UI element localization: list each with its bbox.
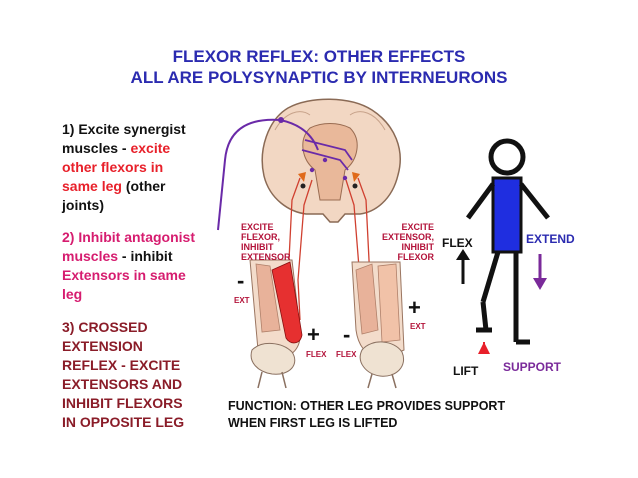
flex-label: FLEX (442, 236, 473, 250)
function-line-2: WHEN FIRST LEG IS LIFTED (228, 416, 398, 430)
function-line-1: FUNCTION: OTHER LEG PROVIDES SUPPORT (228, 399, 506, 413)
item-3-line-e: INHIBIT FLEXORS (62, 395, 183, 411)
item-3-line-b: EXTENSION (62, 338, 143, 354)
flex-arrow-head (456, 249, 470, 260)
left-label-line-4: EXTENSOR (241, 252, 291, 262)
figure-head (488, 138, 526, 176)
figure-right-arm (519, 182, 550, 220)
function-statement: FUNCTION: OTHER LEG PROVIDES SUPPORT WHE… (228, 398, 505, 432)
item-2-inhibit: - inhibit (118, 248, 173, 264)
figure-left-arm (465, 182, 496, 220)
item-1-line-b: muscles - (62, 140, 131, 156)
bottom-minus-sign: - (343, 322, 351, 347)
left-label-line-2: FLEXOR, (241, 232, 281, 242)
item-1-line-e: same leg (62, 178, 122, 194)
left-effect-label: EXCITE FLEXOR, INHIBIT EXTENSOR (241, 222, 291, 262)
item-1-excite: excite (130, 140, 171, 156)
right-leg (351, 261, 405, 389)
item-1-line-f: (other (121, 178, 166, 194)
extend-label: EXTEND (526, 232, 575, 246)
right-effect-label: EXCITE EXTENSOR, INHIBIT FLEXOR (378, 222, 434, 262)
item-3-line-a: 3) CROSSED (62, 319, 148, 335)
right-ext-label: EXT (410, 322, 426, 331)
item-1-line-g: joints) (62, 197, 104, 213)
item-2: 2) Inhibit antagonist muscles - inhibit … (62, 228, 195, 304)
figure-left-thigh (480, 251, 501, 303)
left-minus-sign: - (237, 268, 245, 293)
item-3: 3) CROSSED EXTENSION REFLEX - EXCITE EXT… (62, 318, 184, 432)
item-2-line-d: Extensors in same (62, 267, 186, 283)
figure-torso (491, 176, 523, 254)
item-1-line-a: 1) Excite synergist (62, 121, 186, 137)
left-leg (249, 259, 303, 389)
item-2-muscles: muscles (62, 248, 119, 264)
sensory-neuron (217, 117, 353, 231)
right-label-line-4: FLEXOR (397, 252, 434, 262)
right-label-line-2: EXTENSOR, (381, 232, 434, 242)
right-label-line-3: INHIBIT (401, 242, 435, 252)
lift-label: LIFT (453, 364, 479, 378)
bottom-plus-sign: + (307, 322, 320, 347)
left-label-line-1: EXCITE (241, 222, 274, 232)
support-label: SUPPORT (503, 360, 562, 374)
title-line-1: FLEXOR REFLEX: OTHER EFFECTS (172, 47, 466, 66)
figure-left-shin (480, 301, 489, 331)
right-plus-sign: + (408, 295, 421, 320)
left-ext-label: EXT (234, 296, 250, 305)
item-3-line-f: IN OPPOSITE LEG (62, 414, 185, 430)
left-label-line-3: INHIBIT (241, 242, 274, 252)
item-3-line-c: REFLEX - EXCITE (62, 357, 181, 373)
extend-arrow-head (533, 278, 547, 290)
right-label-line-1: EXCITE (401, 222, 434, 232)
item-2-line-a: 2) Inhibit antagonist (62, 229, 195, 245)
flex-right-label: FLEX (336, 350, 357, 359)
flex-left-label: FLEX (306, 350, 327, 359)
item-1-line-d: other flexors in (62, 159, 164, 175)
item-2-line-e: leg (62, 286, 83, 302)
item-1: 1) Excite synergist muscles - excite oth… (62, 120, 186, 215)
item-3-line-d: EXTENSORS AND (62, 376, 183, 392)
title-line-2: ALL ARE POLYSYNAPTIC BY INTERNEURONS (130, 68, 508, 87)
